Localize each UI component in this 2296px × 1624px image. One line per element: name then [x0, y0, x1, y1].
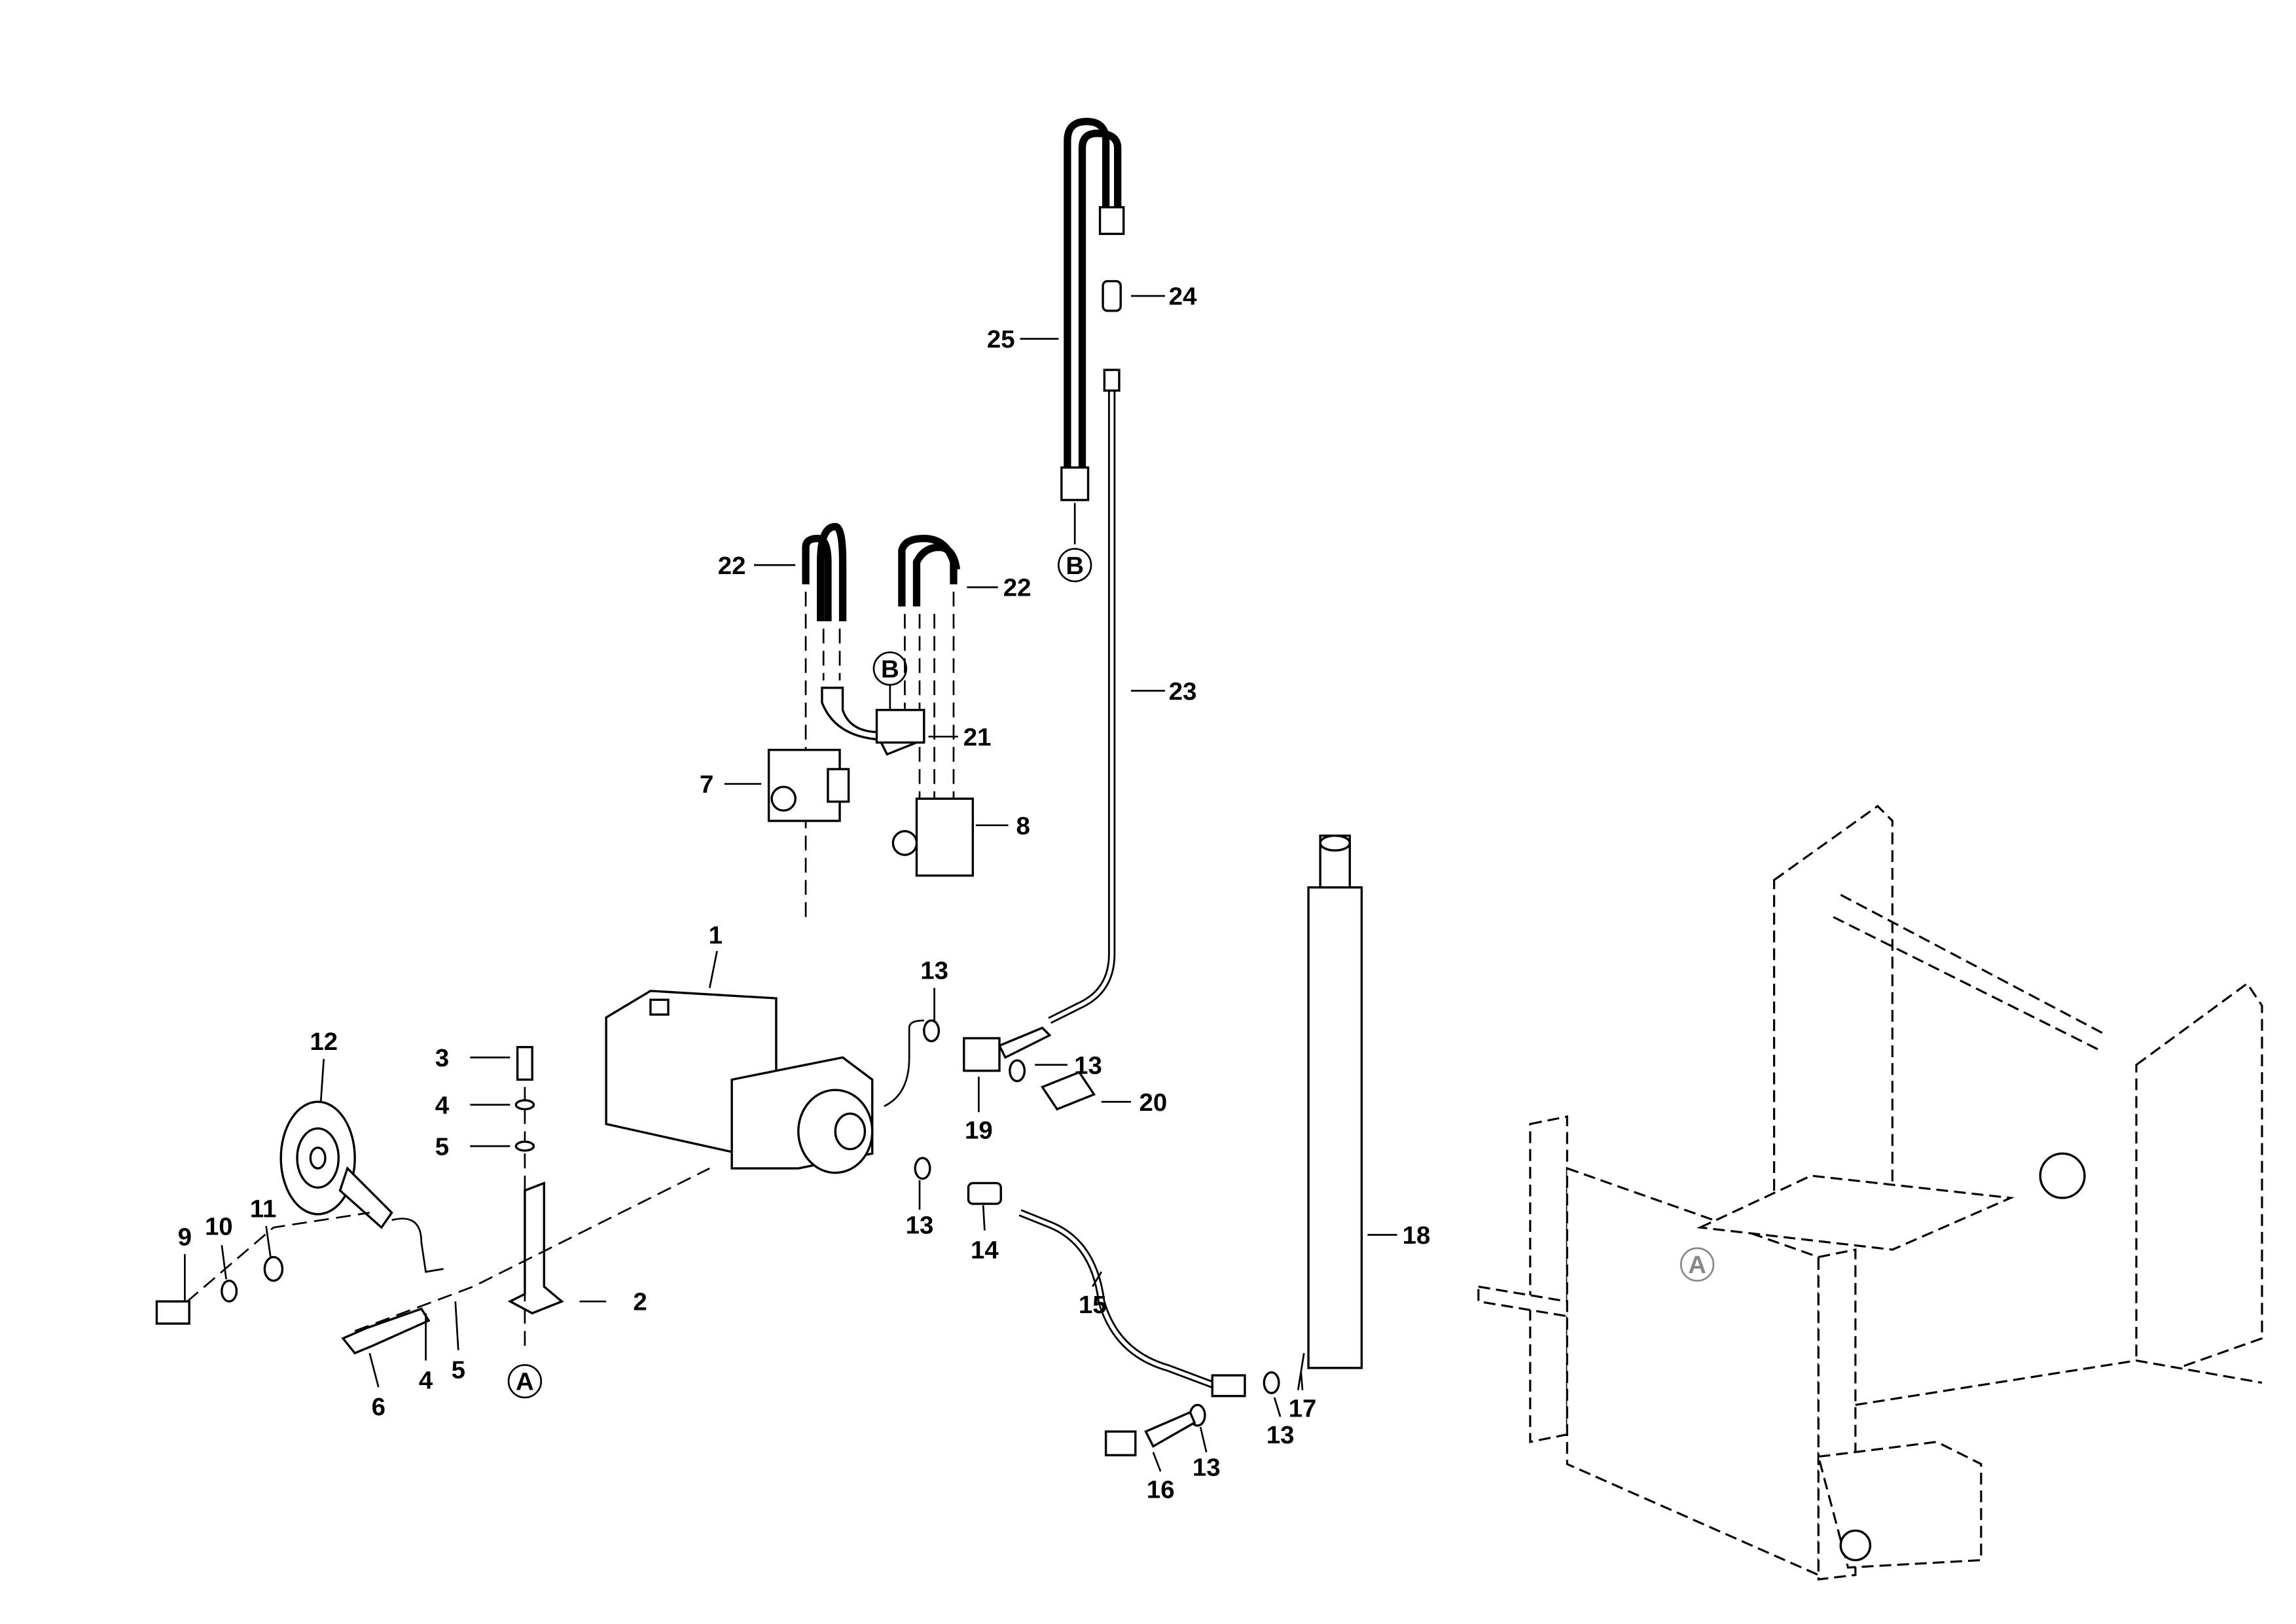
hose-25	[1060, 117, 1125, 501]
callout-13: 13	[1266, 1421, 1295, 1449]
ref-circles	[507, 548, 1715, 1399]
hose-23	[1048, 369, 1121, 1024]
ref-b: B	[1066, 552, 1084, 580]
fitting-19	[963, 1026, 1052, 1072]
callout-1: 1	[709, 922, 723, 950]
callout-13: 13	[906, 1211, 934, 1239]
callout-12: 12	[310, 1028, 338, 1056]
horn-12	[279, 1100, 393, 1229]
callout-10: 10	[205, 1213, 233, 1241]
callout-22: 22	[1003, 574, 1031, 602]
callout-20: 20	[1139, 1089, 1168, 1117]
callout-5b: 5	[452, 1356, 465, 1384]
screw-3	[516, 1045, 533, 1081]
callout-19: 19	[965, 1117, 993, 1145]
callout-18: 18	[1403, 1221, 1431, 1250]
washer-5	[514, 1140, 535, 1152]
hydraulic-power-unit-1	[605, 990, 874, 1174]
callout-25: 25	[987, 325, 1015, 353]
ref-a-frame: A	[1688, 1251, 1706, 1279]
ref-a: A	[516, 1368, 534, 1396]
washers-13	[914, 1019, 1280, 1427]
callout-13: 13	[1193, 1454, 1221, 1482]
bolt-6	[341, 1307, 431, 1355]
valve-8	[891, 797, 975, 877]
bolt-20	[1040, 1070, 1096, 1111]
washer-11	[263, 1255, 284, 1282]
callout-9: 9	[178, 1223, 192, 1251]
callout-23: 23	[1169, 677, 1197, 706]
callout-13: 13	[1074, 1051, 1102, 1079]
bolt-16	[1104, 1411, 1196, 1456]
callout-6: 6	[372, 1393, 386, 1421]
callouts: 1 2 3 4 5 6 4 5 7 8 9 10 11 12 13 13 13 …	[178, 283, 1431, 1504]
ref-b-manifold: B	[881, 655, 899, 683]
hose-15	[1018, 1209, 1246, 1398]
callout-22: 22	[718, 552, 746, 580]
callout-16: 16	[1147, 1476, 1175, 1504]
callout-3: 3	[435, 1044, 449, 1072]
washer-4	[514, 1099, 535, 1111]
callout-2: 2	[633, 1288, 647, 1316]
fitting-14	[967, 1182, 1002, 1205]
bracket-2	[507, 1182, 564, 1315]
callout-4: 4	[435, 1091, 450, 1119]
callout-17: 17	[1289, 1394, 1317, 1422]
callout-4b: 4	[419, 1366, 433, 1394]
callout-8: 8	[1016, 812, 1030, 840]
valve-7	[767, 748, 850, 822]
callout-21: 21	[963, 723, 992, 751]
bolt-9	[155, 1300, 190, 1325]
manifold-21	[821, 687, 925, 756]
callout-24: 24	[1169, 283, 1197, 311]
leader-lines	[184, 295, 1397, 1472]
callout-13: 13	[920, 957, 948, 985]
callout-7: 7	[700, 770, 713, 799]
callout-14: 14	[971, 1236, 999, 1265]
callout-15: 15	[1079, 1291, 1107, 1319]
callout-11: 11	[250, 1195, 277, 1223]
machine-frame	[1477, 804, 2263, 1581]
callout-5: 5	[435, 1133, 449, 1161]
cylinder-18	[1307, 834, 1363, 1369]
fitting-24	[1102, 280, 1122, 312]
washer-10	[221, 1279, 238, 1303]
